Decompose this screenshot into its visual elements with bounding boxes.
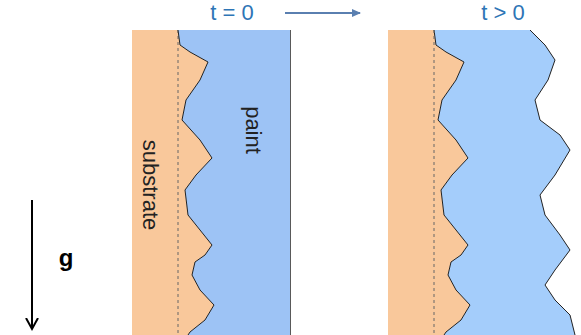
- time-label: t > 0: [481, 2, 524, 24]
- paint-region-shape: [176, 30, 292, 335]
- region-label: substrate: [139, 140, 161, 231]
- time-label: t = 0: [210, 2, 253, 24]
- paint-after: [434, 30, 575, 335]
- reference-line: [434, 30, 435, 335]
- paint-region: paint: [176, 30, 292, 335]
- time-arrow: [285, 12, 360, 14]
- interface: [434, 30, 470, 335]
- region-label: paint: [242, 106, 264, 154]
- paint-after: [388, 30, 575, 335]
- gravity-arrow: [31, 200, 33, 328]
- gravity-label: g: [59, 246, 74, 270]
- paint-surface: [530, 30, 575, 335]
